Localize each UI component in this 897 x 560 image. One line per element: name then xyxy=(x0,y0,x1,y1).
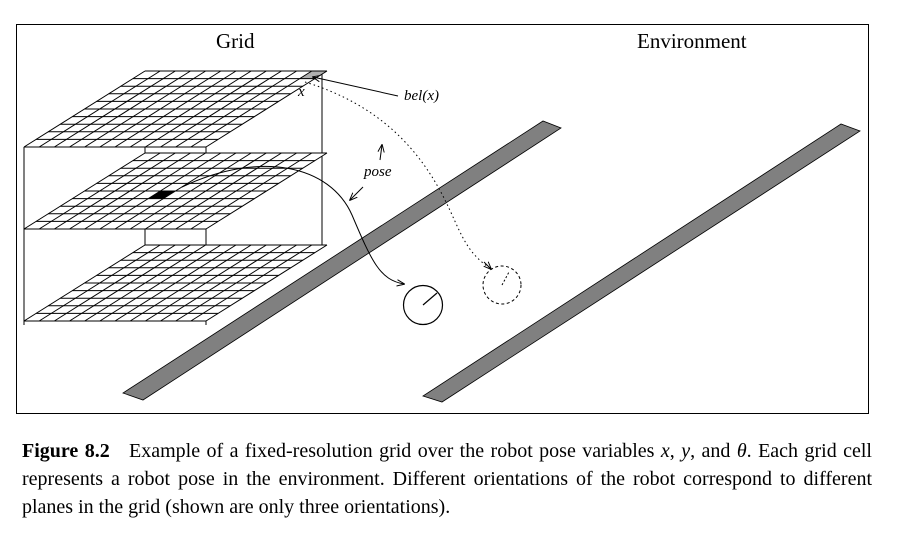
grid-line xyxy=(84,244,206,322)
caption-text-1: Example of a fixed-resolution grid over … xyxy=(129,440,661,462)
grid-line xyxy=(84,152,206,230)
grid-line xyxy=(114,244,237,322)
dotted-path-arrowhead xyxy=(484,262,491,269)
grid-plane-middle xyxy=(23,152,328,230)
robot-dashed-circle xyxy=(482,265,522,305)
robot-dashed-heading xyxy=(501,271,510,286)
grid-title: Grid xyxy=(216,29,255,53)
grid-cell-highlight xyxy=(148,191,176,199)
grid-line xyxy=(84,70,206,148)
grid-line xyxy=(145,152,267,230)
pose-arrow-up xyxy=(380,145,382,161)
grid-line xyxy=(145,70,267,148)
robot-heading xyxy=(422,292,438,306)
caption-var-theta: θ xyxy=(736,440,747,462)
grid-line xyxy=(160,70,282,148)
figure-drawing xyxy=(23,70,861,403)
caption-sep-1: , xyxy=(669,440,682,462)
grid-line xyxy=(114,152,237,230)
grid-line xyxy=(190,152,313,230)
grid-line xyxy=(175,70,297,148)
grid-line xyxy=(175,244,297,322)
grid-line xyxy=(38,70,161,148)
grid-line xyxy=(190,244,313,322)
grid-line xyxy=(23,244,146,322)
grid-line xyxy=(23,70,146,148)
caption-var-x: x xyxy=(660,440,670,462)
grid-line xyxy=(205,70,328,148)
bel-pointer-arrow xyxy=(313,77,399,97)
robot-circle xyxy=(402,284,444,326)
grid-line xyxy=(54,152,176,230)
pose-label: pose xyxy=(364,164,392,180)
grid-line xyxy=(23,152,146,230)
caption-text-3: . Each grid cell represents a robot pose… xyxy=(22,440,872,518)
grid-line xyxy=(205,244,328,322)
grid-line xyxy=(205,152,328,230)
grid-line xyxy=(145,244,267,322)
x-label: x xyxy=(298,84,305,100)
grid-line xyxy=(129,244,252,322)
grid-line xyxy=(54,244,176,322)
environment-title: Environment xyxy=(637,29,747,53)
grid-line xyxy=(175,152,297,230)
grid-cell-highlight xyxy=(299,71,327,79)
wall-right xyxy=(422,123,861,403)
dotted-path xyxy=(304,81,491,269)
grid-line xyxy=(38,152,161,230)
grid-line xyxy=(114,70,237,148)
grid-line xyxy=(99,152,222,230)
grid-line xyxy=(99,244,222,322)
caption-text-2: , and xyxy=(690,440,737,462)
grid-line xyxy=(160,244,282,322)
bel-label: bel(x) xyxy=(404,88,439,104)
caption-var-y: y xyxy=(681,440,691,462)
grid-plane-bottom xyxy=(23,244,328,322)
wall-left xyxy=(122,120,562,401)
pose-curve-arrow xyxy=(181,165,404,284)
grid-line xyxy=(69,244,191,322)
grid-line xyxy=(69,70,191,148)
grid-line xyxy=(129,70,252,148)
grid-line xyxy=(38,244,161,322)
grid-line xyxy=(160,152,282,230)
caption-label: Figure 8.2 xyxy=(22,440,110,462)
figure-caption: Figure 8.2 Example of a fixed-resolution… xyxy=(22,437,872,521)
grid-line xyxy=(129,152,252,230)
grid-plane-top xyxy=(23,70,328,148)
grid-line xyxy=(99,70,222,148)
grid-line xyxy=(69,152,191,230)
grid-line xyxy=(54,70,176,148)
figure-frame xyxy=(16,24,869,414)
grid-line xyxy=(190,70,313,148)
pose-arrow-down xyxy=(350,186,364,200)
